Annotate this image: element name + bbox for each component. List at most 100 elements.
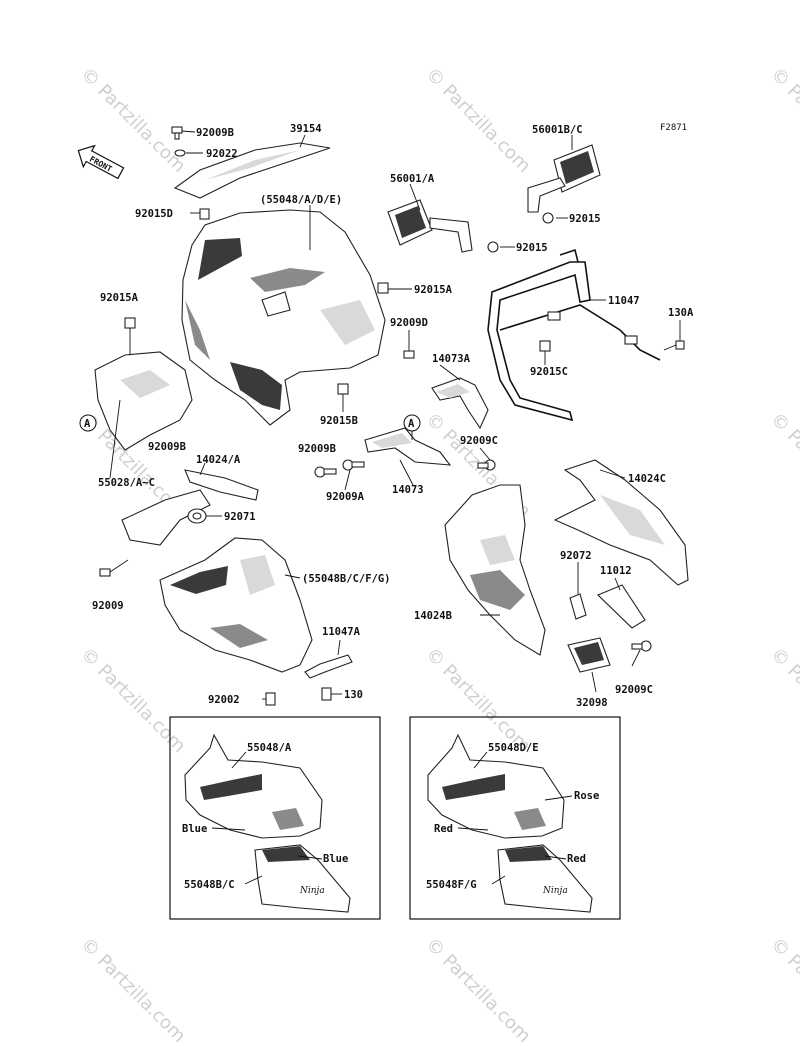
label-box-left-lower: 55048B/C [184, 879, 235, 891]
label-14024B: 14024B [414, 610, 452, 622]
part-39154-trim [173, 142, 331, 199]
label-92009B-top: 92009B [196, 127, 234, 139]
label-92015-mirror: 92015 [569, 213, 601, 225]
part-mirror-56001A [387, 199, 499, 253]
bolt-130 [321, 687, 332, 701]
part-filter-11012 [597, 584, 646, 629]
decal-text: Ninja [542, 886, 568, 896]
label-box-right-upper-color-a: Rose [574, 790, 599, 802]
label-56001BC: 56001B/C [532, 124, 583, 136]
label-55048BCFG: (55048B/C/F/G) [302, 573, 391, 585]
label-92009C-bottom: 92009C [615, 684, 653, 696]
label-92009B-mid: 92009B [298, 443, 336, 455]
label-92009C-top: 92009C [460, 435, 498, 447]
clip-92015A-left [124, 317, 136, 329]
label-55028: 55028/A~C [98, 477, 155, 489]
callout-a-top: A [403, 414, 421, 432]
watermark: © Partzilla.com [76, 644, 189, 757]
screw-92009A [342, 459, 365, 471]
label-box-right-lower: 55048F/G [426, 879, 477, 891]
label-39154: 39154 [290, 123, 322, 135]
label-92015A-left: 92015A [100, 292, 139, 304]
screw-92009B-top [171, 126, 183, 140]
watermark: © Partzilla.com [76, 934, 189, 1046]
label-11047A: 11047A [322, 626, 361, 638]
label-box-left-upper-color: Blue [182, 823, 207, 835]
label-92071: 92071 [224, 511, 256, 523]
nut-92015C [539, 340, 551, 352]
part-pad-92072 [569, 593, 587, 620]
bolt-130A [663, 340, 685, 351]
clip-92015B [337, 383, 349, 395]
label-92015B: 92015B [320, 415, 358, 427]
label-130: 130 [344, 689, 363, 701]
label-14024C: 14024C [628, 473, 666, 485]
bolt-92002 [265, 692, 276, 706]
screw-92009C-bottom [631, 640, 652, 652]
variant-box-right: Ninja 55048D/E Rose Red Red 55048F/G [409, 716, 621, 920]
watermark: © Partzilla.com [766, 409, 800, 522]
part-mirror-56001BC [527, 144, 601, 224]
screw-92009B-mid [314, 466, 337, 478]
callout-letter: A [84, 418, 91, 430]
label-box-left-upper: 55048/A [247, 742, 292, 754]
label-56001A: 56001/A [390, 173, 435, 185]
screw-92009D [403, 350, 415, 359]
part-side-cover-14024C [553, 459, 689, 586]
label-92072: 92072 [560, 550, 592, 562]
watermark: © Partzilla.com [766, 934, 800, 1046]
label-32098: 32098 [576, 697, 608, 709]
part-lower-cowl [159, 537, 313, 673]
label-92002: 92002 [208, 694, 240, 706]
watermarks: © Partzilla.com © Partzilla.com © Partzi… [76, 64, 800, 1046]
nut-92015D [199, 208, 210, 220]
part-vent-32098 [567, 637, 611, 673]
part-bracket-11047 [487, 248, 661, 422]
callout-letter: A [408, 418, 415, 430]
figure-code: F2871 [660, 123, 687, 133]
part-duct-14073 [364, 427, 452, 466]
watermark: © Partzilla.com [766, 644, 800, 757]
label-box-right-lower-color: Red [567, 853, 586, 865]
label-11047: 11047 [608, 295, 640, 307]
front-arrow-icon: FRONT [77, 144, 125, 180]
part-upper-cowl [181, 209, 386, 426]
label-14024A: 14024/A [196, 454, 241, 466]
label-130A: 130A [668, 307, 694, 319]
label-92009: 92009 [92, 600, 124, 612]
label-92009A: 92009A [326, 491, 365, 503]
label-box-right-upper-color-b: Red [434, 823, 453, 835]
decal-text: Ninja [299, 886, 325, 896]
label-11012: 11012 [600, 565, 632, 577]
leader-lines [109, 130, 681, 700]
label-92009B-left: 92009B [148, 441, 186, 453]
label-92015D: 92015D [135, 208, 173, 220]
part-lower-cover-14024B [444, 484, 546, 656]
watermark: © Partzilla.com [766, 64, 800, 177]
label-92015A-right: 92015A [414, 284, 453, 296]
part-labels: 92009B 92022 39154 92015D (55048/A/D/E) … [92, 123, 694, 709]
screw-92009 [99, 559, 129, 577]
part-duct-14073A [431, 377, 489, 430]
label-92022: 92022 [206, 148, 238, 160]
part-inner-cover-55028 [94, 351, 193, 451]
label-92015-mid: 92015 [516, 242, 548, 254]
label-92009D: 92009D [390, 317, 428, 329]
part-bracket-11047A [304, 654, 353, 679]
label-box-right-upper: 55048D/E [488, 742, 539, 754]
label-92015C: 92015C [530, 366, 568, 378]
variant-box-left: Ninja 55048/A Blue Blue 55048B/C [169, 716, 381, 920]
label-14073: 14073 [392, 484, 424, 496]
watermark: © Partzilla.com [421, 934, 534, 1046]
watermark: © Partzilla.com [421, 64, 534, 177]
label-55048ADE: (55048/A/D/E) [260, 194, 342, 206]
label-box-left-lower-color: Blue [323, 853, 348, 865]
watermark: © Partzilla.com [421, 644, 534, 757]
clip-92015A-right [377, 282, 389, 294]
callout-a-left: A [79, 414, 97, 432]
washer-92022 [174, 149, 186, 157]
label-14073A: 14073A [432, 353, 471, 365]
part-bracket-14024A [184, 469, 259, 501]
grommet-92071 [187, 508, 207, 524]
